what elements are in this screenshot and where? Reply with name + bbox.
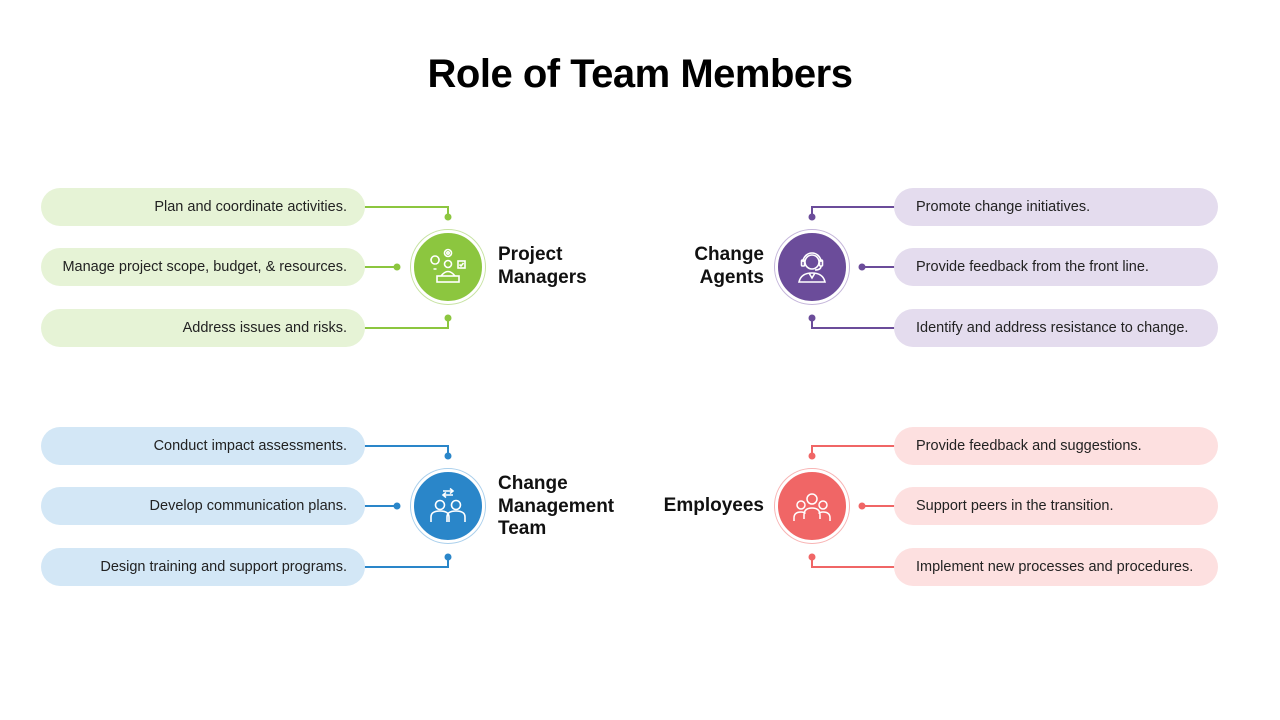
role-name: Change Management Team (498, 473, 615, 539)
role-item: Conduct impact assessments. (41, 427, 365, 465)
role-item: Plan and coordinate activities. (41, 188, 365, 226)
people-group-icon (775, 469, 849, 543)
role-item: Provide feedback and suggestions. (894, 427, 1218, 465)
role-item: Identify and address resistance to chang… (894, 309, 1218, 347)
role-item: Provide feedback from the front line. (894, 248, 1218, 286)
headset-agent-icon (775, 230, 849, 304)
role-item: Develop communication plans. (41, 487, 365, 525)
team-exchange-icon (411, 469, 485, 543)
role-name: Project Managers (498, 244, 587, 288)
role-item: Manage project scope, budget, & resource… (41, 248, 365, 286)
role-item: Promote change initiatives. (894, 188, 1218, 226)
role-item: Implement new processes and procedures. (894, 548, 1218, 586)
page-title: Role of Team Members (427, 52, 853, 96)
role-item: Design training and support programs. (41, 548, 365, 586)
role-name: Change Agents (694, 244, 764, 288)
manager-desk-icon (411, 230, 485, 304)
role-name: Employees (663, 495, 764, 516)
role-item: Address issues and risks. (41, 309, 365, 347)
role-item: Support peers in the transition. (894, 487, 1218, 525)
